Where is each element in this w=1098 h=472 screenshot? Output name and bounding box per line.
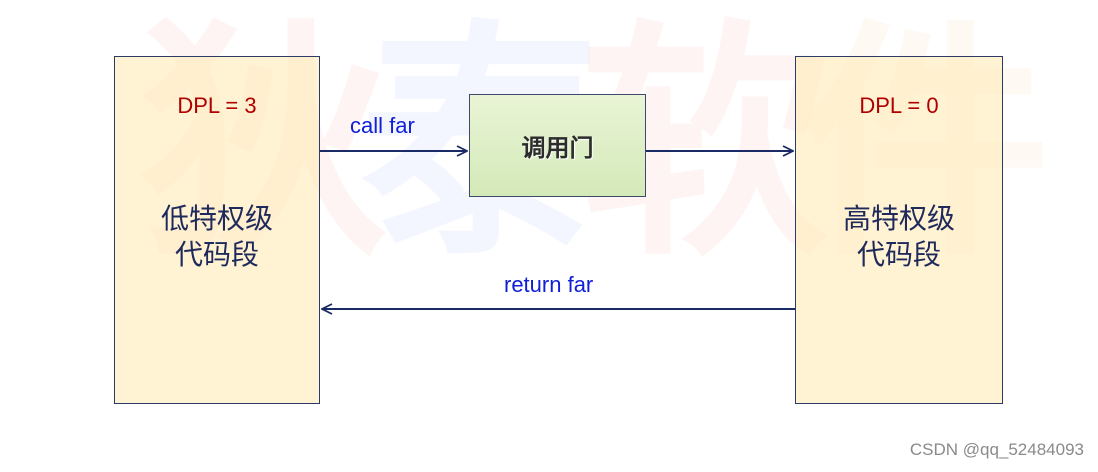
high-privilege-code-segment: DPL = 0 高特权级 代码段	[795, 56, 1003, 404]
right-dpl-label: DPL = 0	[859, 93, 939, 118]
right-segment-title-line2: 代码段	[856, 238, 941, 271]
left-dpl-label: DPL = 3	[177, 93, 257, 118]
call-gate-box: 调用门	[469, 94, 646, 197]
call-gate-label: 调用门	[521, 134, 594, 162]
left-segment-title-line1: 低特权级	[160, 202, 273, 235]
low-privilege-code-segment: DPL = 3 低特权级 代码段	[114, 56, 320, 404]
call-far-label: call far	[350, 113, 415, 138]
return-far-label: return far	[504, 272, 594, 297]
source-credit: CSDN @qq_52484093	[909, 440, 1084, 459]
right-segment-title-line1: 高特权级	[842, 202, 955, 235]
left-segment-title-line2: 代码段	[174, 238, 259, 271]
